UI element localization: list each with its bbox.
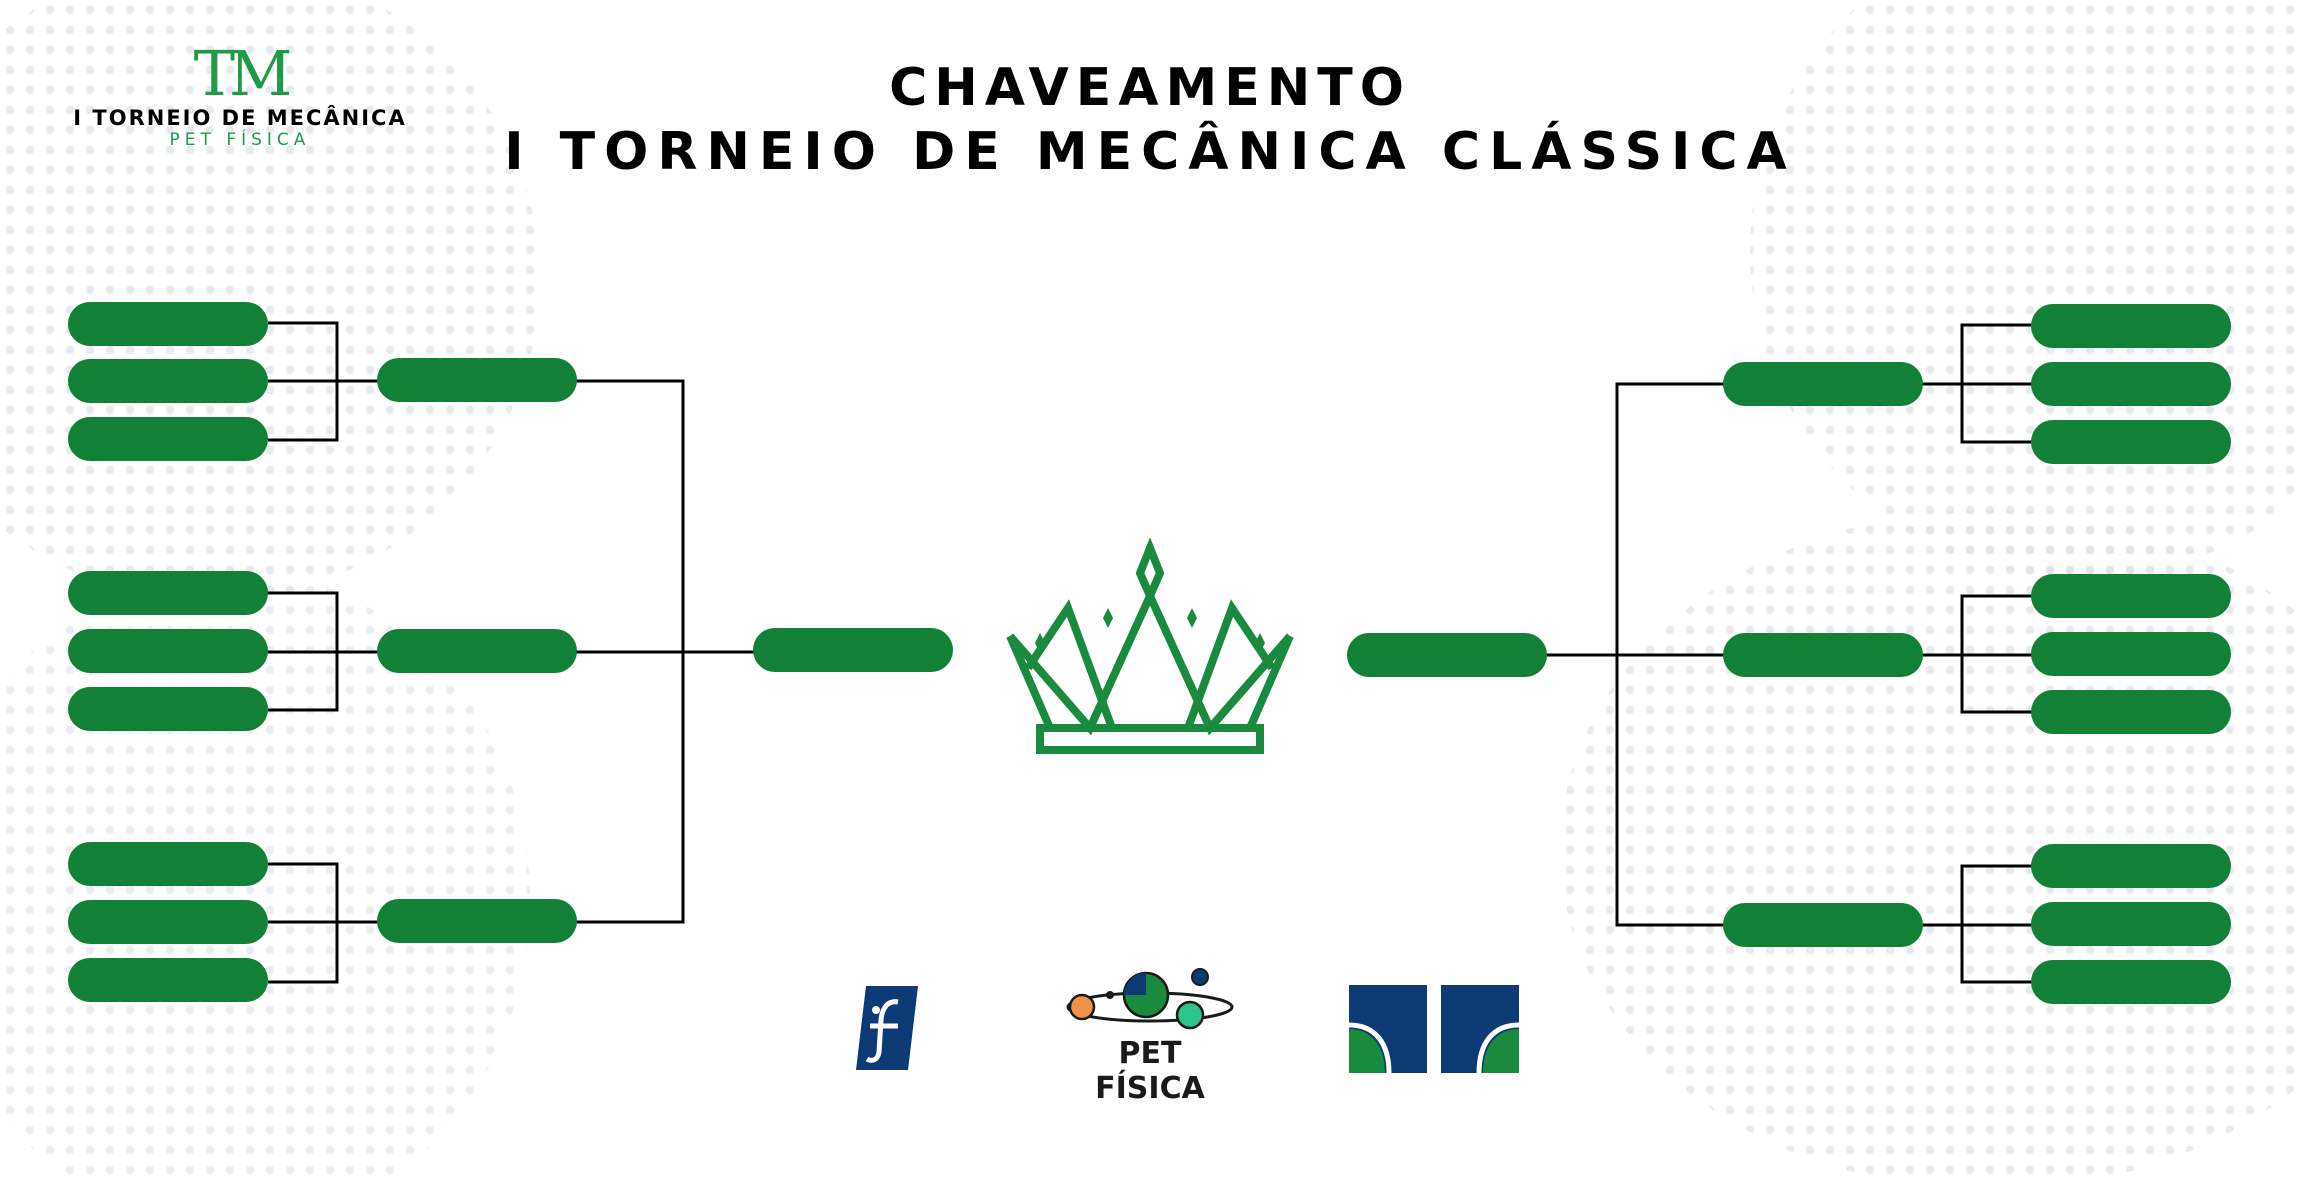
group-winner-right-1 [1723,362,1923,406]
team-slot-left-g2-3 [68,687,268,731]
group-winner-left-3 [377,899,577,943]
pet-fisica-label: PET FÍSICA [1095,1036,1205,1106]
tournament-logo-subtitle: PET FÍSICA [169,130,311,150]
team-slot-right-g3-3 [2031,960,2231,1004]
team-slot-right-g1-1 [2031,304,2231,348]
team-slot-left-g3-3 [68,958,268,1002]
group-winner-left-1 [377,358,577,402]
tournament-logo-title: I TORNEIO DE MECÂNICA [73,106,407,130]
finalist-left [753,628,953,672]
tournament-logo: TM I TORNEIO DE MECÂNICA PET FÍSICA [60,40,420,160]
crown-icon [1006,538,1294,754]
team-slot-left-g3-2 [68,900,268,944]
team-slot-left-g1-1 [68,302,268,346]
tm-monogram: TM [193,37,293,110]
team-slot-right-g1-3 [2031,420,2231,464]
team-slot-right-g2-3 [2031,690,2231,734]
team-slot-left-g2-2 [68,629,268,673]
team-slot-right-g3-1 [2031,844,2231,888]
team-slot-right-g3-2 [2031,902,2231,946]
team-slot-left-g2-1 [68,571,268,615]
page-title: CHAVEAMENTO [889,58,1411,118]
page-subtitle: I TORNEIO DE MECÂNICA CLÁSSICA [504,122,1796,182]
group-winner-right-3 [1723,903,1923,947]
finalist-right [1347,633,1547,677]
team-slot-right-g2-1 [2031,574,2231,618]
team-slot-right-g1-2 [2031,362,2231,406]
group-winner-left-2 [377,629,577,673]
if-logo-icon [856,986,918,1070]
pet-fisica-logo-icon [1066,968,1234,1030]
unb-logo-icon [1349,985,1519,1073]
group-winner-right-2 [1723,633,1923,677]
team-slot-left-g3-1 [68,842,268,886]
team-slot-right-g2-2 [2031,632,2231,676]
team-slot-left-g1-3 [68,417,268,461]
team-slot-left-g1-2 [68,359,268,403]
